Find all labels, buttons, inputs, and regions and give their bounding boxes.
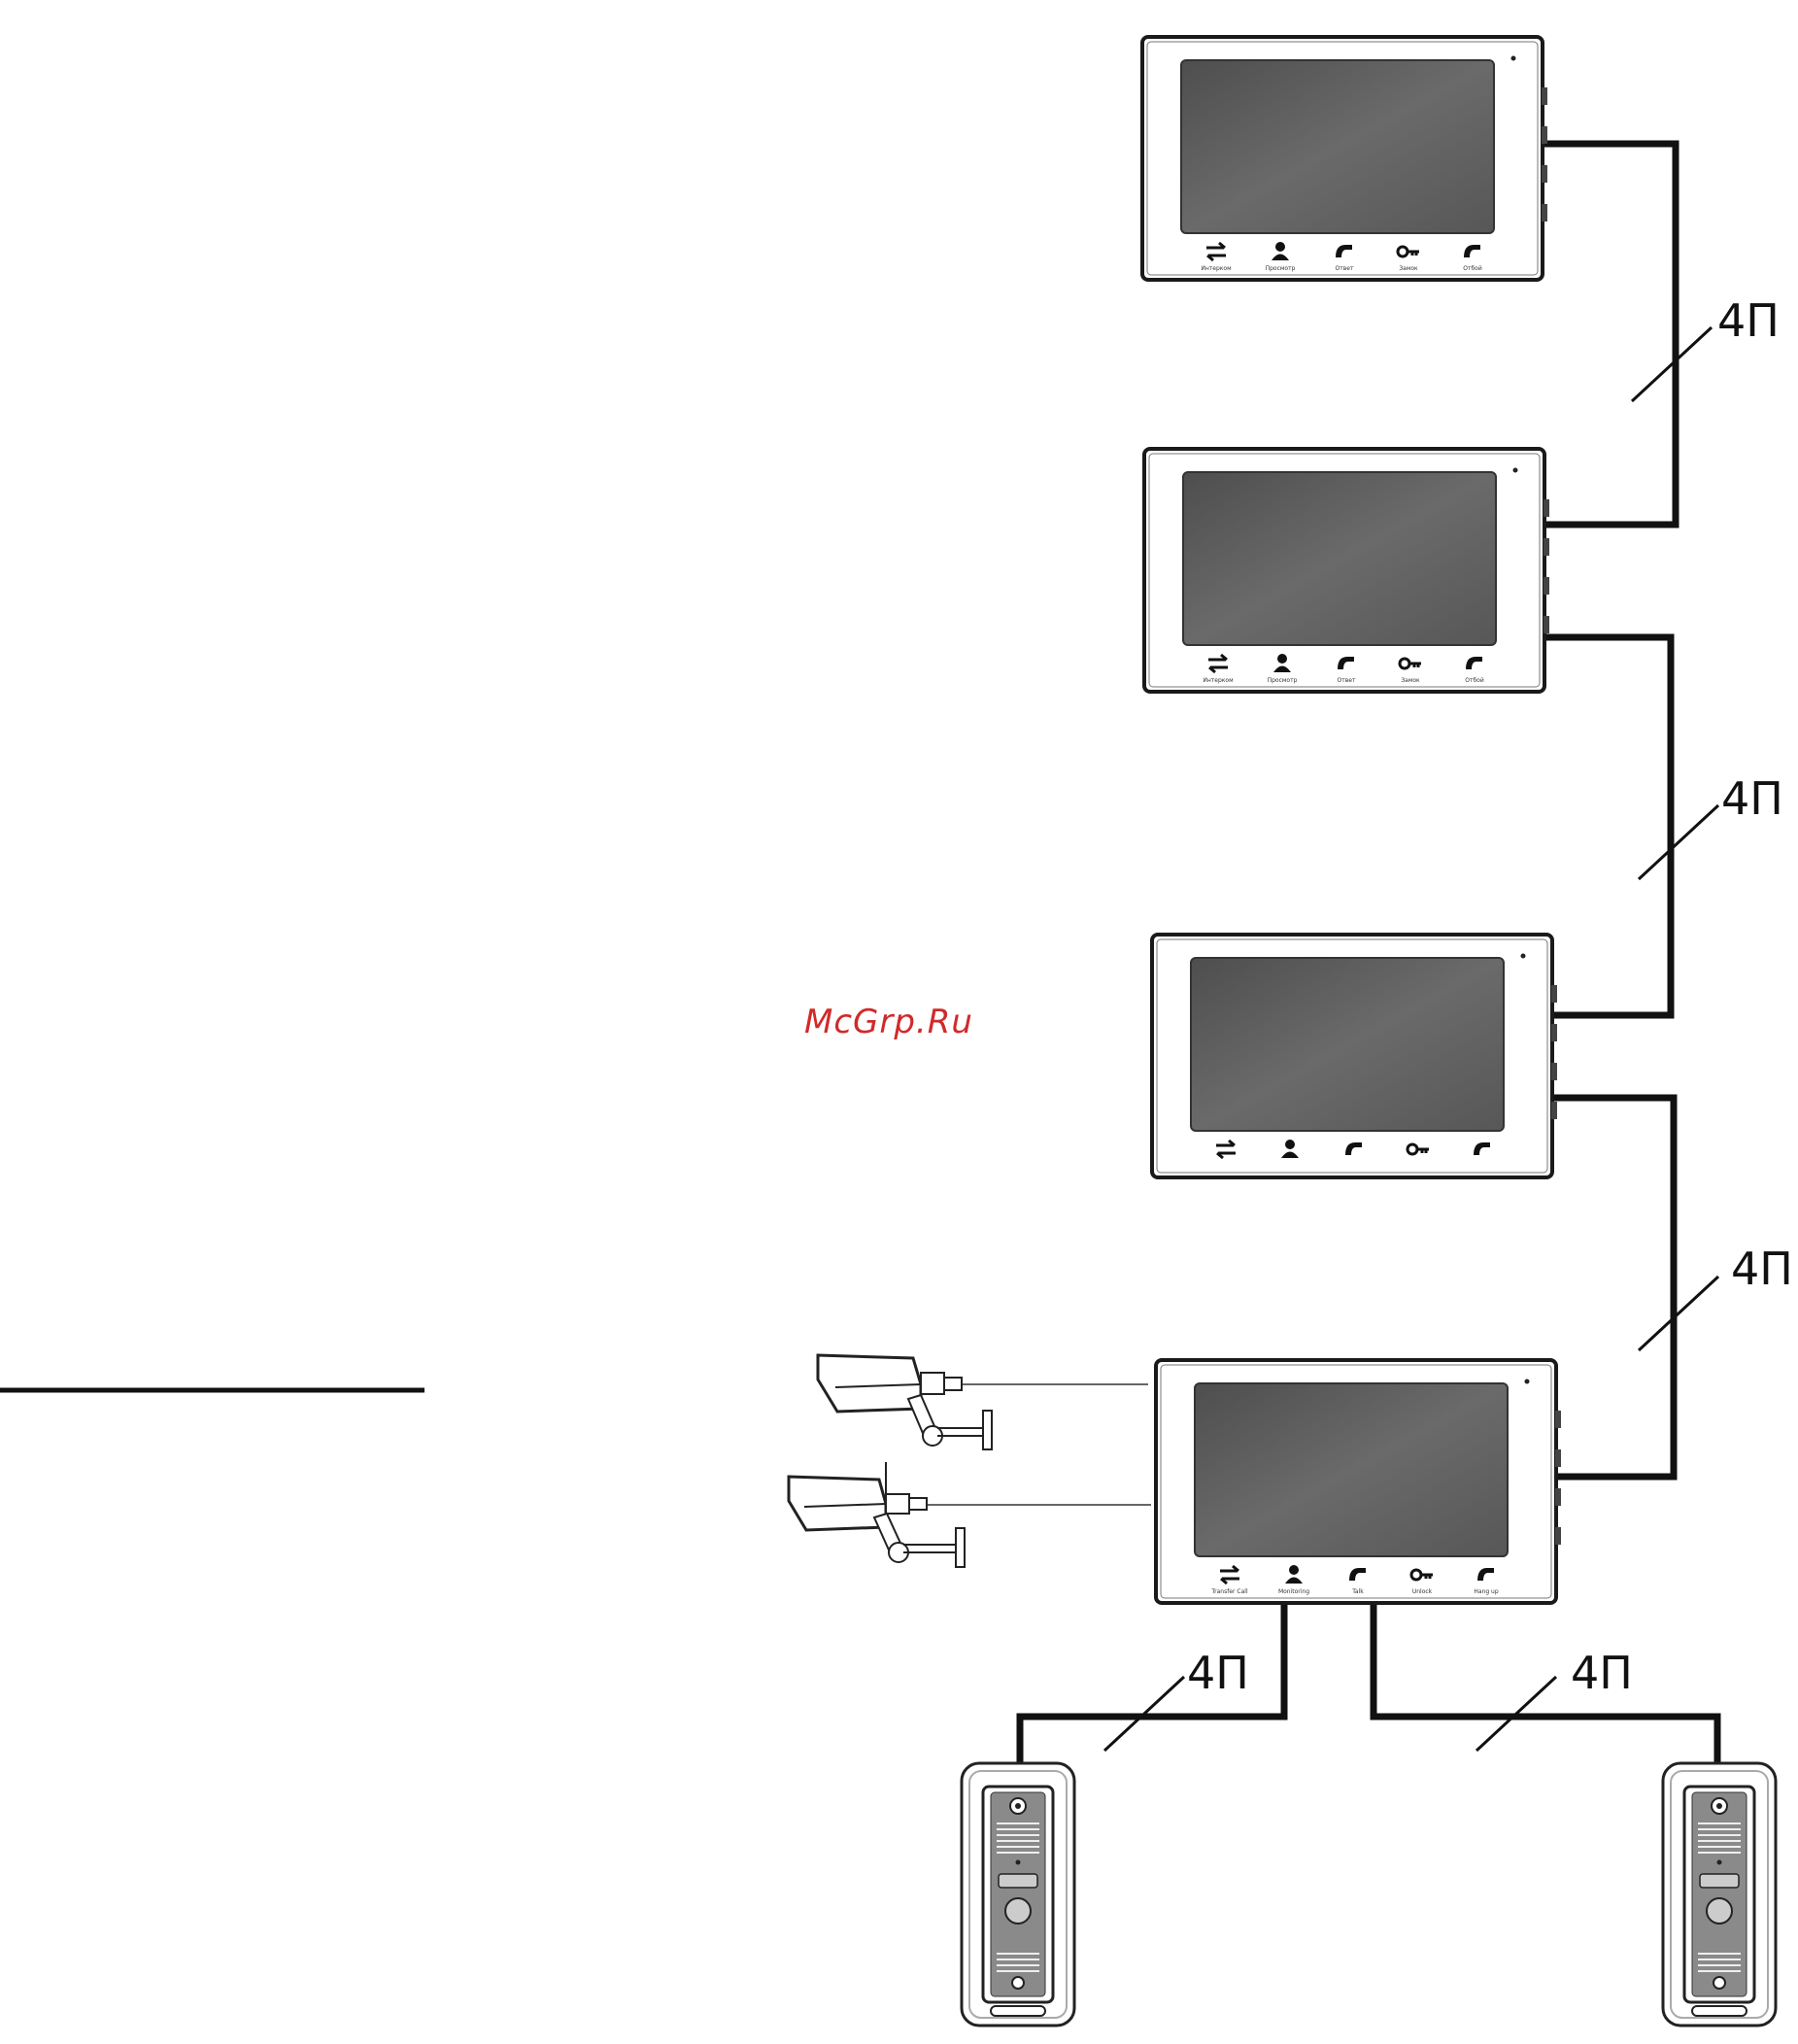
monitor-1: Интерком Просмотр Ответ Замок Отбой <box>1142 37 1547 280</box>
camera-housing-icon <box>818 1355 921 1412</box>
cable-slash <box>1639 805 1718 879</box>
monitor-button-label: Unlock <box>1412 1588 1433 1595</box>
side-connector <box>1555 1488 1561 1506</box>
cable-label: 4П <box>1717 294 1780 347</box>
monitor-button-label: Monitoring <box>1278 1588 1309 1595</box>
call-panel-left <box>962 1763 1074 2026</box>
side-connector <box>1544 499 1549 517</box>
side-connector <box>1555 1449 1561 1467</box>
monitor-button-label: Замок <box>1399 265 1418 272</box>
call-button-icon <box>1707 1898 1732 1924</box>
monitor-screen <box>1195 1383 1508 1556</box>
wire-monitor2-monitor3 <box>1546 637 1671 1015</box>
wire-monitor3-monitor4 <box>1554 1098 1674 1477</box>
side-connector <box>1555 1527 1561 1545</box>
side-connector <box>1551 1063 1557 1080</box>
side-connector <box>1544 577 1549 595</box>
monitor-button-label: Отбой <box>1465 677 1484 684</box>
camera-housing-icon <box>789 1477 886 1530</box>
side-connector <box>1551 1024 1557 1041</box>
cable-label: 4П <box>1187 1647 1249 1699</box>
name-plate <box>999 1874 1037 1888</box>
monitor-4: Transfer Call Monitoring Talk Unlock Hang up <box>1156 1360 1561 1603</box>
indicator-led <box>1525 1380 1530 1384</box>
indicator-led <box>1513 468 1518 473</box>
monitor-3 <box>1152 935 1557 1177</box>
wire-monitor1-monitor2 <box>1544 144 1676 525</box>
monitor-button-label: Интерком <box>1201 265 1231 272</box>
side-connector <box>1555 1411 1561 1428</box>
monitor-button-label: Ответ <box>1336 265 1354 272</box>
camera-2 <box>789 1462 1151 1567</box>
side-connector <box>1544 538 1549 556</box>
monitor-button-label: Интерком <box>1203 677 1233 684</box>
monitor-button-label: Просмотр <box>1268 677 1298 684</box>
side-connector <box>1542 87 1547 105</box>
side-connector <box>1542 126 1547 144</box>
watermark: McGrp.Ru <box>804 1003 973 1041</box>
indicator-led <box>1511 56 1516 61</box>
name-plate <box>1700 1874 1739 1888</box>
side-connector <box>1542 165 1547 183</box>
cable-slash <box>1639 1277 1718 1350</box>
monitor-button-label: Talk <box>1351 1588 1364 1595</box>
cable-label: 4П <box>1571 1647 1633 1699</box>
side-connector <box>1551 985 1557 1003</box>
cable-label: 4П <box>1731 1243 1793 1295</box>
call-button-icon <box>1005 1898 1031 1924</box>
monitor-button-label: Ответ <box>1338 677 1356 684</box>
monitor-button-label: Замок <box>1401 677 1420 684</box>
camera-1 <box>818 1355 1148 1449</box>
cable-label: 4П <box>1721 772 1783 825</box>
monitor-screen <box>1191 958 1504 1131</box>
monitor-screen <box>1183 472 1496 645</box>
side-connector <box>1542 204 1547 221</box>
indicator-led <box>1521 954 1526 959</box>
monitor-button-label: Отбой <box>1463 265 1482 272</box>
side-connector <box>1544 616 1549 633</box>
monitor-button-label: Просмотр <box>1266 265 1296 272</box>
monitor-button-label: Hang up <box>1474 1588 1499 1595</box>
call-panel-right <box>1663 1763 1776 2026</box>
monitor-button-label: Transfer Call <box>1210 1588 1248 1595</box>
monitor-2: Интерком Просмотр Ответ Замок Отбой <box>1144 449 1549 692</box>
side-connector <box>1551 1102 1557 1119</box>
cable-slash <box>1632 327 1712 401</box>
monitor-screen <box>1181 60 1494 233</box>
